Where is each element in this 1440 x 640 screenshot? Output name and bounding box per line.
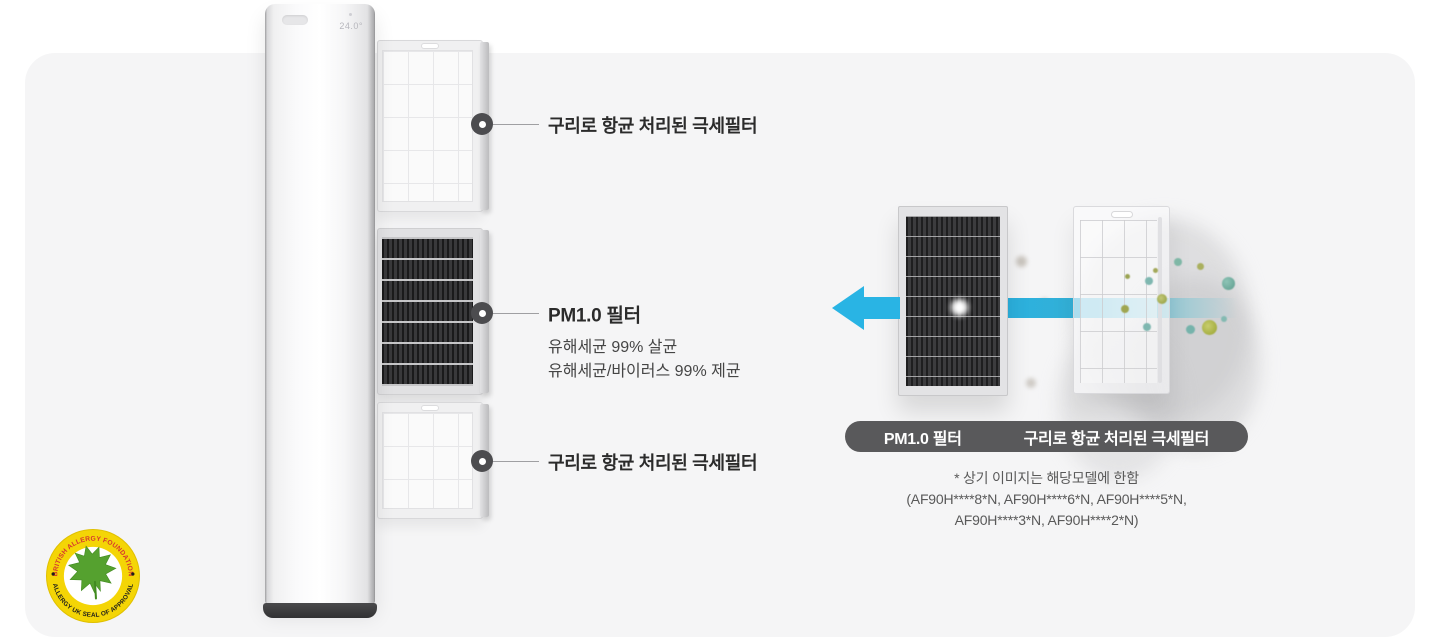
callout-line-top [492,124,539,125]
dust-speck [1026,378,1036,388]
callout-dot-bottom [471,450,493,472]
dust-speck [1016,256,1027,267]
leaf-icon [67,545,117,600]
filter-mesh [382,412,473,509]
callout-dot-middle [471,302,493,324]
virus-particle [1153,268,1158,273]
virus-particle [1157,294,1167,304]
filter-bottom-micro [377,402,489,519]
filter-top-micro [377,40,489,212]
filter-handle-tab [421,43,439,49]
callout-desc-line1: 유해세균 99% 살균 [548,339,678,356]
virus-particle [1145,277,1153,285]
virus-particle [1143,323,1151,331]
callout-line-bottom [492,461,539,462]
disclaimer-line3: AF90H****3*N, AF90H****2*N) [954,512,1139,528]
virus-particle [1125,274,1130,279]
virus-particle [1221,316,1227,322]
filter-name-badge: PM1.0 필터 구리로 항균 처리된 극세필터 [845,421,1248,452]
callout-desc-line2: 유해세균/바이러스 99% 제균 [548,363,741,380]
tower-indicator-dot [349,13,352,16]
tower-temperature-display: 24.0° [339,21,363,31]
filter-handle-tab [1110,211,1133,218]
illustration-micro-filter [1073,206,1170,394]
disclaimer-line2: (AF90H****8*N, AF90H****6*N, AF90H****5*… [906,491,1187,507]
seal-separator-dot [51,572,55,576]
virus-particle [1186,325,1195,334]
callout-label-bottom: 구리로 항균 처리된 극세필터 [548,453,758,473]
allergy-uk-seal: BRITISH ALLERGY FOUNDATION ALLERGY UK SE… [46,529,140,623]
badge-pm10-label: PM1.0 필터 [883,430,962,448]
airflow-glow [951,299,968,316]
air-purifier-tower: 24.0° [263,4,377,618]
tower-base [263,603,377,618]
badge-micro-label: 구리로 항균 처리된 극세필터 [1023,430,1210,448]
disclaimer-line1: * 상기 이미지는 해당모델에 한함 [954,470,1139,486]
callout-line-middle [492,313,539,314]
filter-middle-pm10 [377,228,489,395]
virus-particle [1174,258,1182,266]
virus-particle [1121,305,1129,313]
seal-separator-dot [131,572,135,576]
callout-label-middle: PM1.0 필터 [548,305,641,327]
filter-handle-tab [421,405,439,411]
clean-air-arrow-body [862,297,900,319]
filter-mesh [1080,220,1157,383]
callout-dot-top [471,113,493,135]
callout-label-top: 구리로 항균 처리된 극세필터 [548,116,758,136]
filter-mesh [382,237,473,386]
filter-mesh [382,50,473,202]
clean-air-arrow-icon [832,286,864,330]
virus-particle [1222,277,1235,290]
virus-particle [1197,263,1204,270]
model-disclaimer: * 상기 이미지는 해당모델에 한함 (AF90H****8*N, AF90H*… [820,468,1273,531]
virus-particle [1202,320,1217,335]
tower-vent [282,15,308,25]
